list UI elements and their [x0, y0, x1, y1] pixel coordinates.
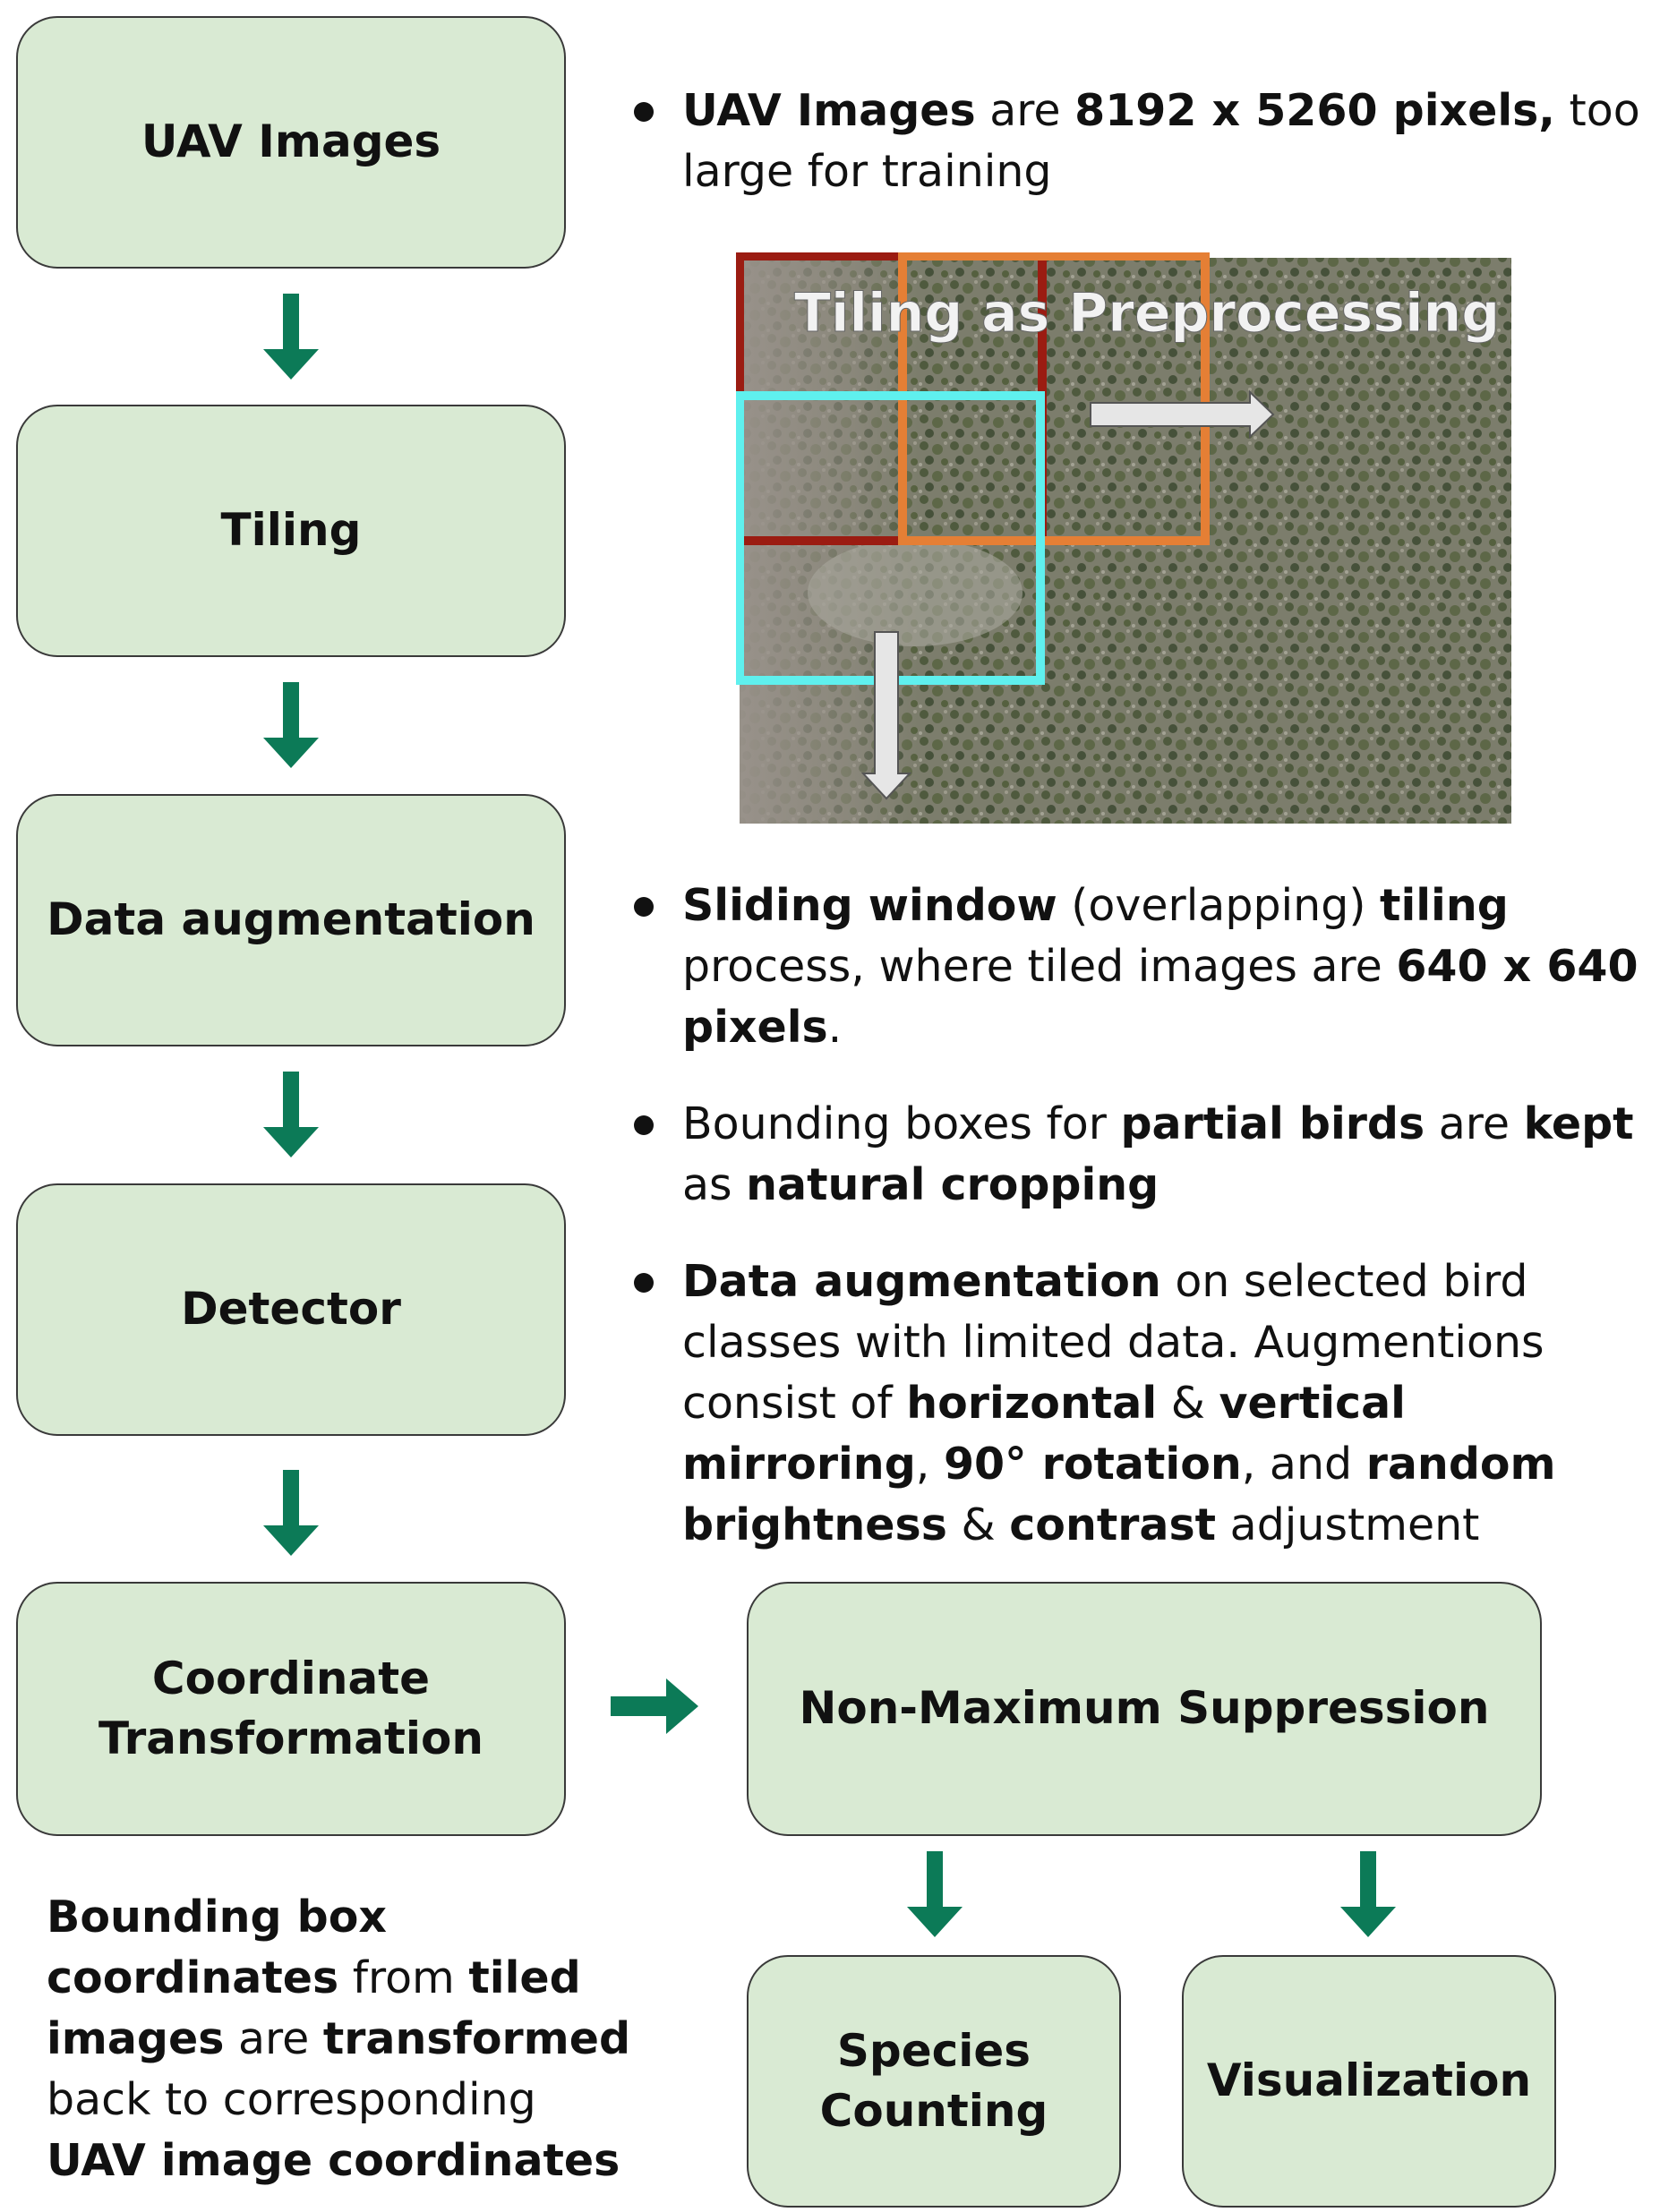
down-arrow-4: [263, 1470, 319, 1556]
text-run: Bounding box coordinates: [47, 1892, 388, 2003]
text-run: .: [827, 1002, 843, 1053]
coordinate-note: Bounding box coordinates from tiled imag…: [47, 1887, 637, 2191]
coordinate-transformation-box: Coordinate Transformation: [16, 1582, 566, 1836]
right-arrow: [611, 1678, 698, 1734]
text-run: &: [1157, 1378, 1219, 1429]
text-run: tiled images: [47, 1952, 581, 2064]
text-run: are: [1425, 1098, 1524, 1149]
text-run: random brightness: [682, 1439, 1556, 1550]
text-run: too large for training: [682, 85, 1640, 197]
text-run: tiling: [1380, 880, 1509, 931]
text-run: 90° rotation: [943, 1439, 1242, 1490]
tiling-illustration: Tiling as Preprocessing: [736, 252, 1511, 824]
down-arrow-1: [263, 294, 319, 380]
uav-images-label: UAV Images: [141, 115, 441, 168]
text-run: 8192 x 5260 pixels,: [1074, 85, 1555, 136]
text-run: from: [338, 1952, 469, 2003]
species-counting-box: Species Counting: [747, 1955, 1121, 2208]
text-run: &: [946, 1499, 1010, 1550]
text-run: contrast: [1009, 1499, 1217, 1550]
text-run: UAV Images: [682, 85, 976, 136]
text-run: on selected bird classes with limited da…: [682, 1256, 1544, 1429]
text-run: as: [682, 1159, 747, 1210]
text-run: adjustment: [1216, 1499, 1480, 1550]
bullets-top: UAV Images are 8192 x 5260 pixels, too l…: [627, 81, 1647, 202]
text-run: Sliding window: [682, 880, 1057, 931]
text-run: 640 x 640 pixels: [682, 941, 1639, 1053]
down-arrow-visualization: [1340, 1851, 1396, 1937]
bullets-middle: Sliding window (overlapping) tiling proc…: [627, 875, 1647, 1556]
figure-caption: Tiling as Preprocessing: [794, 282, 1500, 345]
text-run: are: [975, 85, 1075, 136]
detector-label: Detector: [181, 1283, 401, 1336]
text-run: horizontal: [906, 1378, 1158, 1429]
text-run: process, where tiled images are: [682, 941, 1397, 992]
bullet-sliding-window: Sliding window (overlapping) tiling proc…: [627, 875, 1647, 1058]
text-run: UAV image coordinates: [47, 2135, 620, 2186]
species-counting-label: Species Counting: [819, 2024, 1048, 2138]
text-run: are: [224, 2013, 323, 2064]
text-run: kept: [1523, 1098, 1634, 1149]
down-arrow-3: [263, 1072, 319, 1157]
slide-down-arrow-icon: [860, 631, 912, 800]
down-arrow-counting: [907, 1851, 963, 1937]
bullet-uav-size: UAV Images are 8192 x 5260 pixels, too l…: [627, 81, 1647, 202]
bullet-partial-birds: Bounding boxes for partial birds are kep…: [627, 1094, 1647, 1216]
nms-label: Non-Maximum Suppression: [799, 1682, 1490, 1735]
down-arrow-2: [263, 682, 319, 768]
data-augmentation-label: Data augmentation: [47, 893, 535, 946]
text-run: , and: [1241, 1439, 1366, 1490]
text-run: natural cropping: [746, 1159, 1159, 1210]
tiling-label: Tiling: [220, 504, 362, 557]
text-run: Data augmentation: [682, 1256, 1161, 1307]
text-run: (overlapping): [1057, 880, 1381, 931]
bullet-data-augmentation: Data augmentation on selected bird class…: [627, 1251, 1647, 1556]
coordinate-transformation-label: Coordinate Transformation: [98, 1652, 483, 1765]
visualization-label: Visualization: [1206, 2054, 1532, 2107]
text-run: transformed: [322, 2013, 631, 2064]
tiling-box: Tiling: [16, 405, 566, 657]
detector-box: Detector: [16, 1183, 566, 1436]
data-augmentation-box: Data augmentation: [16, 794, 566, 1046]
visualization-box: Visualization: [1182, 1955, 1556, 2208]
text-run: partial birds: [1120, 1098, 1425, 1149]
text-run: Bounding boxes for: [682, 1098, 1121, 1149]
uav-images-box: UAV Images: [16, 16, 566, 269]
text-run: back to corresponding: [47, 2074, 536, 2125]
nms-box: Non-Maximum Suppression: [747, 1582, 1542, 1836]
slide-right-arrow-icon: [1090, 389, 1275, 440]
text-run: ,: [915, 1439, 944, 1490]
text-run: vertical mirroring: [682, 1378, 1406, 1490]
